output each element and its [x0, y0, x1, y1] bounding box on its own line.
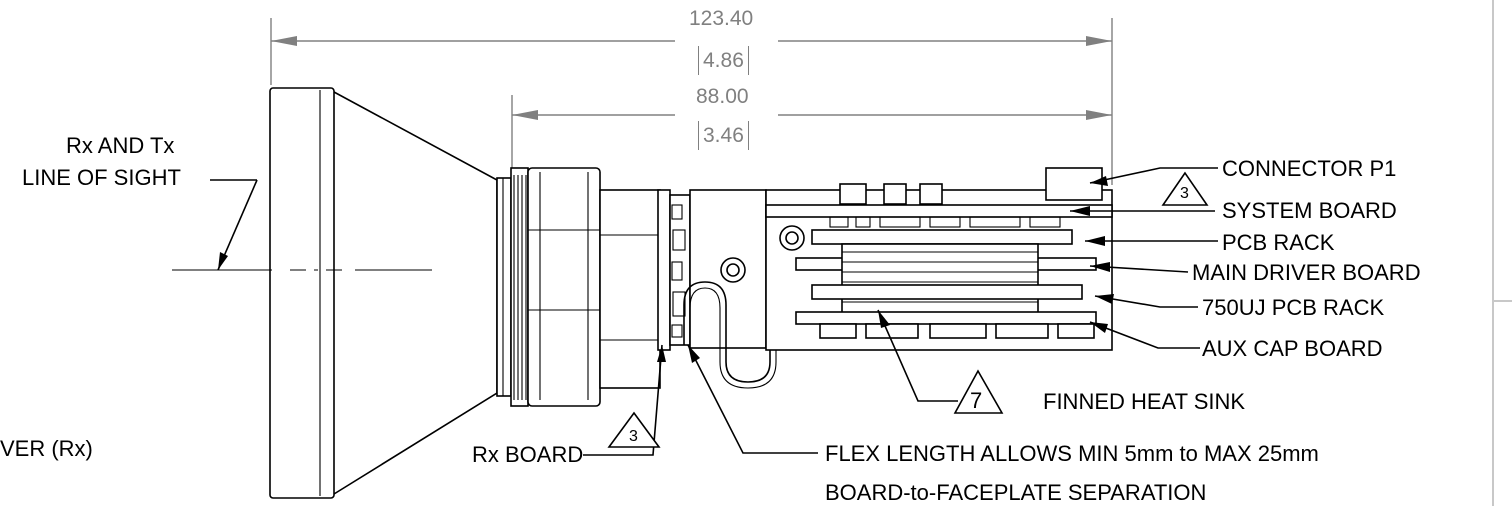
flex-note-line1: FLEX LENGTH ALLOWS MIN 5mm to MAX 25mm	[825, 441, 1319, 466]
rx-board-drawing	[657, 189, 691, 351]
connector-p1-label: CONNECTOR P1	[1222, 156, 1397, 181]
overall-length-inches: 4.86	[698, 46, 749, 75]
electronics-body	[765, 167, 1113, 351]
note-triangles	[607, 171, 1209, 448]
pcb-rack-750uj-label: 750UJ PCB RACK	[1202, 295, 1385, 320]
flex-note-line2: BOARD-to-FACEPLATE SEPARATION	[825, 480, 1207, 505]
rx-board-label: Rx BOARD	[472, 442, 584, 467]
dimension-lines	[270, 18, 1113, 185]
overall-length-mm: 123.40	[689, 7, 754, 30]
finned-heat-sink-label: FINNED HEAT SINK	[1043, 389, 1246, 414]
aux-cap-board-label: AUX CAP BOARD	[1202, 336, 1383, 361]
center-housing	[683, 189, 777, 389]
drawing-frame-edge	[1492, 0, 1512, 506]
line-of-sight-label-line1: Rx AND Tx	[66, 133, 175, 158]
receiver-lens-assembly	[269, 87, 661, 499]
body-length-mm: 88.00	[696, 85, 749, 108]
receiver-label: VER (Rx)	[0, 436, 93, 461]
system-board-label: SYSTEM BOARD	[1222, 198, 1397, 223]
line-of-sight	[172, 179, 432, 271]
note-3-system-board: 3	[1180, 185, 1189, 202]
pcb-rack-label: PCB RACK	[1222, 230, 1335, 255]
body-length-inches: 3.46	[698, 121, 749, 150]
note-3-rx-board: 3	[629, 428, 638, 445]
leader-lines	[583, 167, 1218, 456]
main-driver-board-label: MAIN DRIVER BOARD	[1192, 260, 1421, 285]
drawing-frame-tick	[1494, 300, 1512, 302]
note-7-heat-sink: 7	[970, 388, 983, 413]
line-of-sight-label-line2: LINE OF SIGHT	[22, 165, 181, 190]
